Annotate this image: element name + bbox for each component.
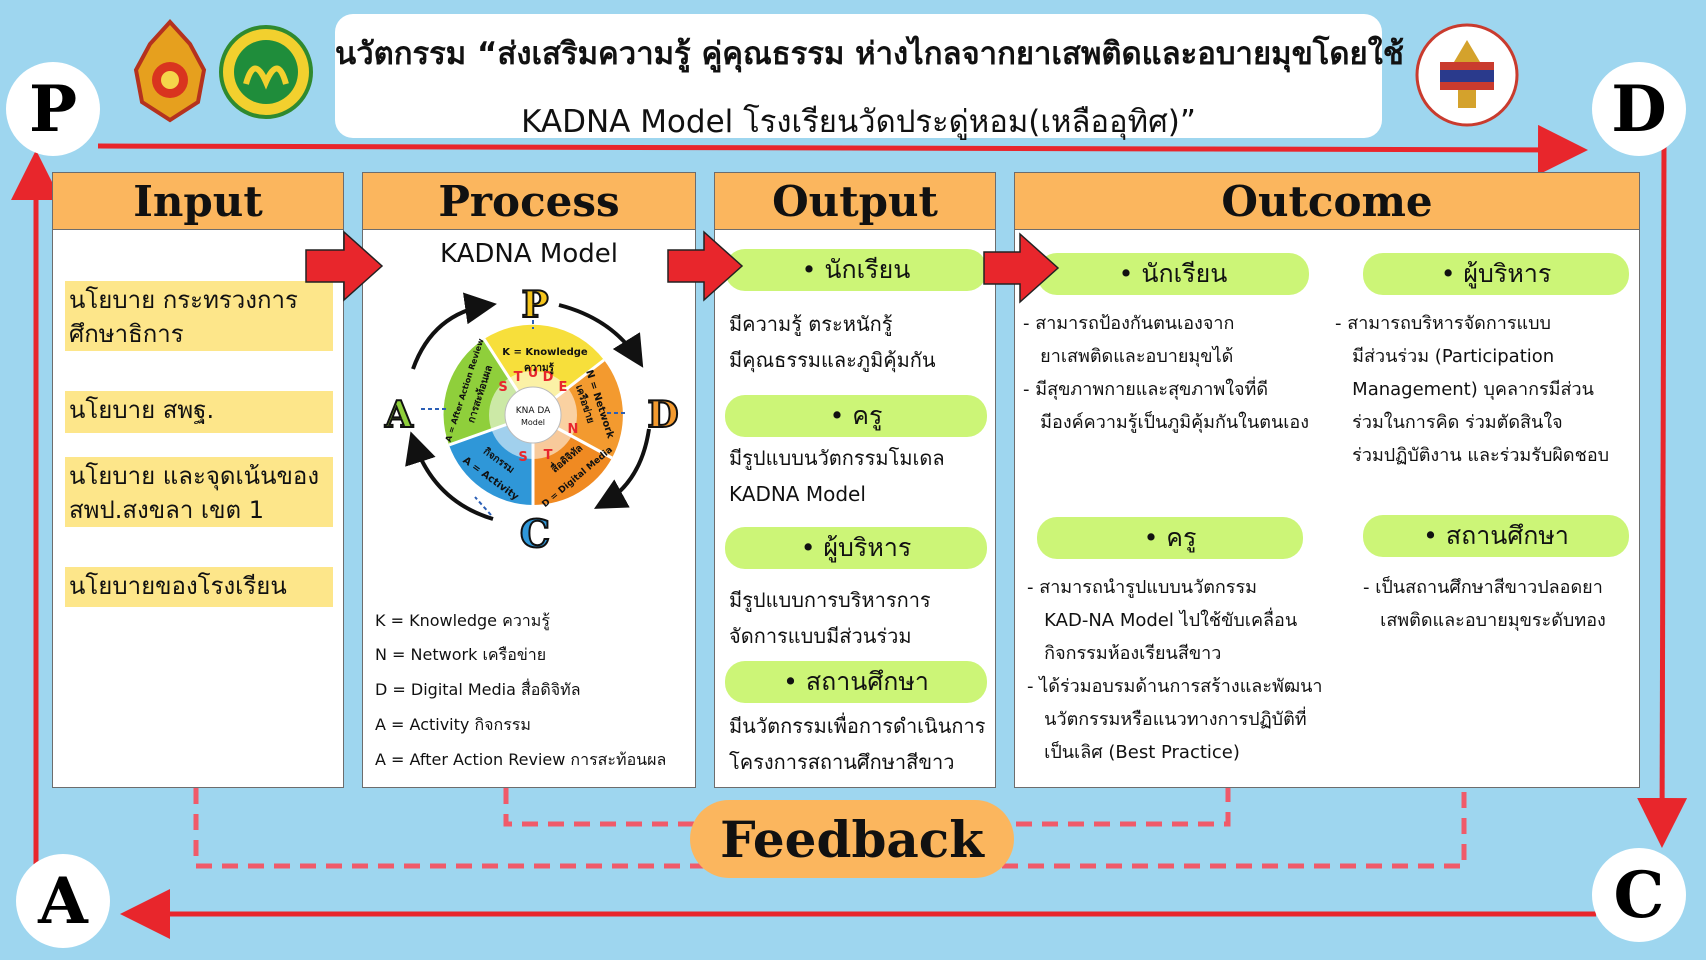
legend-after-action-review: A = After Action Review การสะท้อนผล <box>375 750 667 769</box>
output-pill-students: • นักเรียน <box>725 249 987 291</box>
wheel-segment-network <box>533 360 623 458</box>
arrow-p-to-d <box>97 124 1588 175</box>
ring-letter: D <box>543 370 554 385</box>
school-logo <box>219 25 313 119</box>
outcome-admins-line-3: Management) บุคลากรมีส่วน <box>1335 379 1594 400</box>
input-item-1: นโยบาย กระทรวงการศึกษาธิการ <box>65 281 333 351</box>
output-admins-line-1: มีรูปแบบการบริหารการ <box>729 588 931 612</box>
outcome-school-line-2: เสพติดและอบายมุขระดับทอง <box>1363 610 1606 631</box>
corner-c-check: C <box>1592 848 1686 942</box>
output-pill-teachers: • ครู <box>725 395 987 437</box>
kadna-wheel-diagram: KNA DA Model S T U D E N T S K = Knowled… <box>383 283 680 553</box>
corner-a-act: A <box>16 854 110 948</box>
outcome-school-line-1: - เป็นสถานศึกษาสีขาวปลอดยา <box>1363 577 1603 598</box>
outcome-teachers-line-5: นวัตกรรมหรือแนวทางการปฏิบัติที่ <box>1027 709 1307 730</box>
outcome-admins-line-4: ร่วมในการคิด ร่วมตัดสินใจ <box>1335 412 1563 433</box>
output-students-line-2: มีคุณธรรมและภูมิคุ้มกัน <box>729 348 936 372</box>
corner-p-plan: P <box>6 62 100 156</box>
outcome-pill-administrators: • ผู้บริหาร <box>1363 253 1629 295</box>
input-heading: Input <box>53 173 343 230</box>
wheel-letter-c: C <box>520 511 550 553</box>
title-box: นวัตกรรม “ส่งเสริมความรู้ คู่คุณธรรม ห่า… <box>335 14 1404 140</box>
outcome-panel: Outcome • นักเรียน - สามารถป้องกันตนเองจ… <box>1014 172 1640 788</box>
outcome-heading: Outcome <box>1015 173 1639 230</box>
input-panel: Input นโยบาย กระทรวงการศึกษาธิการ นโยบาย… <box>52 172 344 788</box>
output-students-line-1: มีความรู้ ตระหนักรู้ <box>729 312 893 336</box>
corner-d-do: D <box>1592 62 1686 156</box>
input-item-2: นโยบาย สพฐ. <box>65 391 333 433</box>
legend-digital-media: D = Digital Media สื่อดิจิทัล <box>375 680 581 699</box>
process-heading: Process <box>363 173 695 230</box>
outcome-teachers-line-3: กิจกรรมห้องเรียนสีขาว <box>1027 643 1222 664</box>
title-line-1: นวัตกรรม “ส่งเสริมความรู้ คู่คุณธรรม ห่า… <box>335 36 1404 72</box>
output-pill-administrators: • ผู้บริหาร <box>725 527 987 569</box>
ring-letter: S <box>498 380 507 395</box>
output-panel: Output • นักเรียน มีความรู้ ตระหนักรู้ ม… <box>714 172 996 788</box>
legend-knowledge: K = Knowledge ความรู้ <box>375 611 550 630</box>
outcome-admins-line-2: มีส่วนร่วม (Participation <box>1335 346 1555 367</box>
title-line-2: KADNA Model โรงเรียนวัดประดู่หอม(เหลืออุ… <box>521 104 1196 140</box>
output-school-line-1: มีนวัตกรรมเพื่อการดำเนินการ <box>729 714 986 738</box>
outcome-students-line-2: ยาเสพติดและอบายมุขได้ <box>1023 346 1234 367</box>
segment-thai-knowledge: ความรู้ <box>524 362 555 375</box>
wheel-center-line-2: Model <box>521 418 545 427</box>
outcome-pill-students: • นักเรียน <box>1037 253 1309 295</box>
outcome-admins-line-1: - สามารถบริหารจัดการแบบ <box>1335 313 1551 334</box>
output-pill-school: • สถานศึกษา <box>725 661 987 703</box>
output-admins-line-2: จัดการแบบมีส่วนร่วม <box>729 624 912 648</box>
legend-activity: A = Activity กิจกรรม <box>375 715 531 734</box>
segment-code-knowledge: K = Knowledge <box>502 347 588 358</box>
process-panel: Process KADNA Model KNA DA Model <box>362 172 696 788</box>
ring-letter: N <box>568 422 579 437</box>
wheel-center-line-1: KNA DA <box>516 406 551 416</box>
output-heading: Output <box>715 173 995 230</box>
output-teachers-line-1: มีรูปแบบนวัตกรรมโมเดล <box>729 446 945 470</box>
obec-emblem-logo <box>133 19 207 123</box>
kadna-model-label: KADNA Model <box>440 239 618 269</box>
input-item-4: นโยบายของโรงเรียน <box>65 567 333 607</box>
outcome-pill-school: • สถานศึกษา <box>1363 515 1629 557</box>
wheel-segment-knowledge <box>484 324 604 415</box>
ministry-emblem-logo <box>1415 23 1519 127</box>
arrow-d-to-c <box>1637 145 1688 848</box>
outcome-teachers-line-1: - สามารถนำรูปแบบนวัตกรรม <box>1027 577 1258 598</box>
outcome-pill-teachers: • ครู <box>1037 517 1303 559</box>
outcome-teachers-line-4: - ได้ร่วมอบรมด้านการสร้างและพัฒนา <box>1027 676 1323 697</box>
ring-letter: E <box>559 380 568 395</box>
wheel-letter-a: A <box>384 394 414 436</box>
ring-letter: U <box>528 366 539 381</box>
outcome-students-line-4: มีองค์ความรู้เป็นภูมิคุ้มกันในตนเอง <box>1023 412 1310 433</box>
feedback-label: Feedback <box>690 800 1014 878</box>
legend-network: N = Network เครือข่าย <box>375 645 547 664</box>
wheel-letter-p: P <box>521 284 548 326</box>
ring-letter: S <box>518 450 527 465</box>
wheel-letter-d: D <box>647 394 678 436</box>
outcome-students-line-1: - สามารถป้องกันตนเองจาก <box>1023 313 1235 334</box>
ring-letter: T <box>544 448 553 463</box>
outcome-teachers-line-6: เป็นเลิศ (Best Practice) <box>1027 742 1240 763</box>
output-teachers-line-2: KADNA Model <box>729 482 866 506</box>
input-item-3: นโยบาย และจุดเน้นของ สพป.สงขลา เขต 1 <box>65 457 333 527</box>
ring-letter: T <box>514 370 523 385</box>
outcome-teachers-line-2: KAD-NA Model ไปใช้ขับเคลื่อน <box>1027 610 1298 631</box>
output-school-line-2: โครงการสถานศึกษาสีขาว <box>729 750 955 774</box>
outcome-admins-line-5: ร่วมปฏิบัติงาน และร่วมรับผิดชอบ <box>1335 445 1610 466</box>
outcome-students-line-3: - มีสุขภาพกายและสุขภาพใจที่ดี <box>1023 379 1269 400</box>
